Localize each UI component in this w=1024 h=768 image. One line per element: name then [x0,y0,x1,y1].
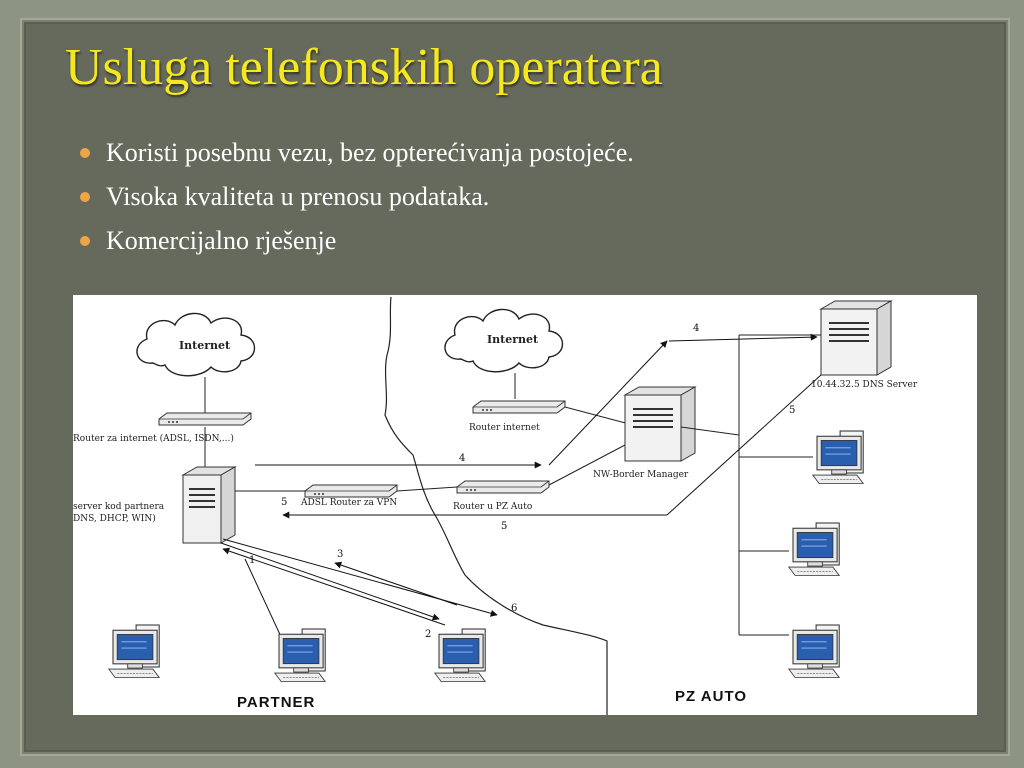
step-5a: 5 [789,405,795,416]
bullet-text: Visoka kvaliteta u prenosu podataka. [106,182,490,211]
pz-auto-pc-2-icon [787,521,841,577]
bullet-item: Visoka kvaliteta u prenosu podataka. [80,179,634,223]
pz-auto-label: PZ AUTO [675,688,747,705]
step-1: 1 [249,555,255,566]
partner-pc-1-icon [107,623,161,679]
bullet-text: Komercijalno rješenje [106,226,337,255]
adsl-router-vpn-label: ADSL Router za VPN [300,498,397,508]
nw-border-manager-label: NW-Border Manager [593,470,689,480]
bullet-item: Koristi posebnu vezu, bez opterećivanja … [80,135,634,179]
step-2: 2 [425,629,431,640]
router-pz-auto-label: Router u PZ Auto [453,502,532,512]
router-internet-left-icon [158,412,252,426]
pz-auto-pc-3-icon [787,623,841,679]
router-pz-auto-icon [456,480,550,494]
dns-server-label: 10.44.32.5 DNS Server [811,380,918,390]
bullet-list: Koristi posebnu vezu, bez opterećivanja … [80,135,634,267]
partner-server-label: server kod partnera [73,502,165,512]
pz-auto-pc-1-icon [811,429,865,485]
internet-label-left: Internet [179,339,231,352]
bullet-icon [80,236,90,246]
router-internet-left-label: Router za internet (ADSL, ISDN,...) [73,433,234,444]
internet-label-right: Internet [487,333,539,346]
slide-title: Usluga telefonskih operatera [65,39,663,96]
internet-cloud-left-icon [136,312,256,377]
partner-server-icon [181,466,237,544]
internet-cloud-right-icon [444,308,564,373]
network-diagram: Internet Internet Router za internet (AD… [73,295,977,715]
step-3: 3 [337,549,343,560]
step-4a: 4 [459,453,465,464]
partner-pc-3-icon [433,627,487,683]
nw-border-manager-icon [623,386,697,462]
bullet-text: Koristi posebnu vezu, bez opterećivanja … [106,138,634,167]
step-4b: 4 [693,323,699,334]
adsl-router-vpn-icon [304,484,398,498]
partner-pc-2-icon [273,627,327,683]
router-internet-right-label: Router internet [469,423,540,433]
bullet-item: Komercijalno rješenje [80,223,634,267]
bullet-icon [80,192,90,202]
bullet-icon [80,148,90,158]
router-internet-right-icon [472,400,566,414]
step-5b: 5 [501,521,507,532]
step-6: 6 [511,603,517,614]
partner-label: PARTNER [237,694,315,711]
step-5c: 5 [281,497,287,508]
dns-server-icon [819,300,893,376]
partner-server-label-2: DNS, DHCP, WIN) [73,513,156,524]
